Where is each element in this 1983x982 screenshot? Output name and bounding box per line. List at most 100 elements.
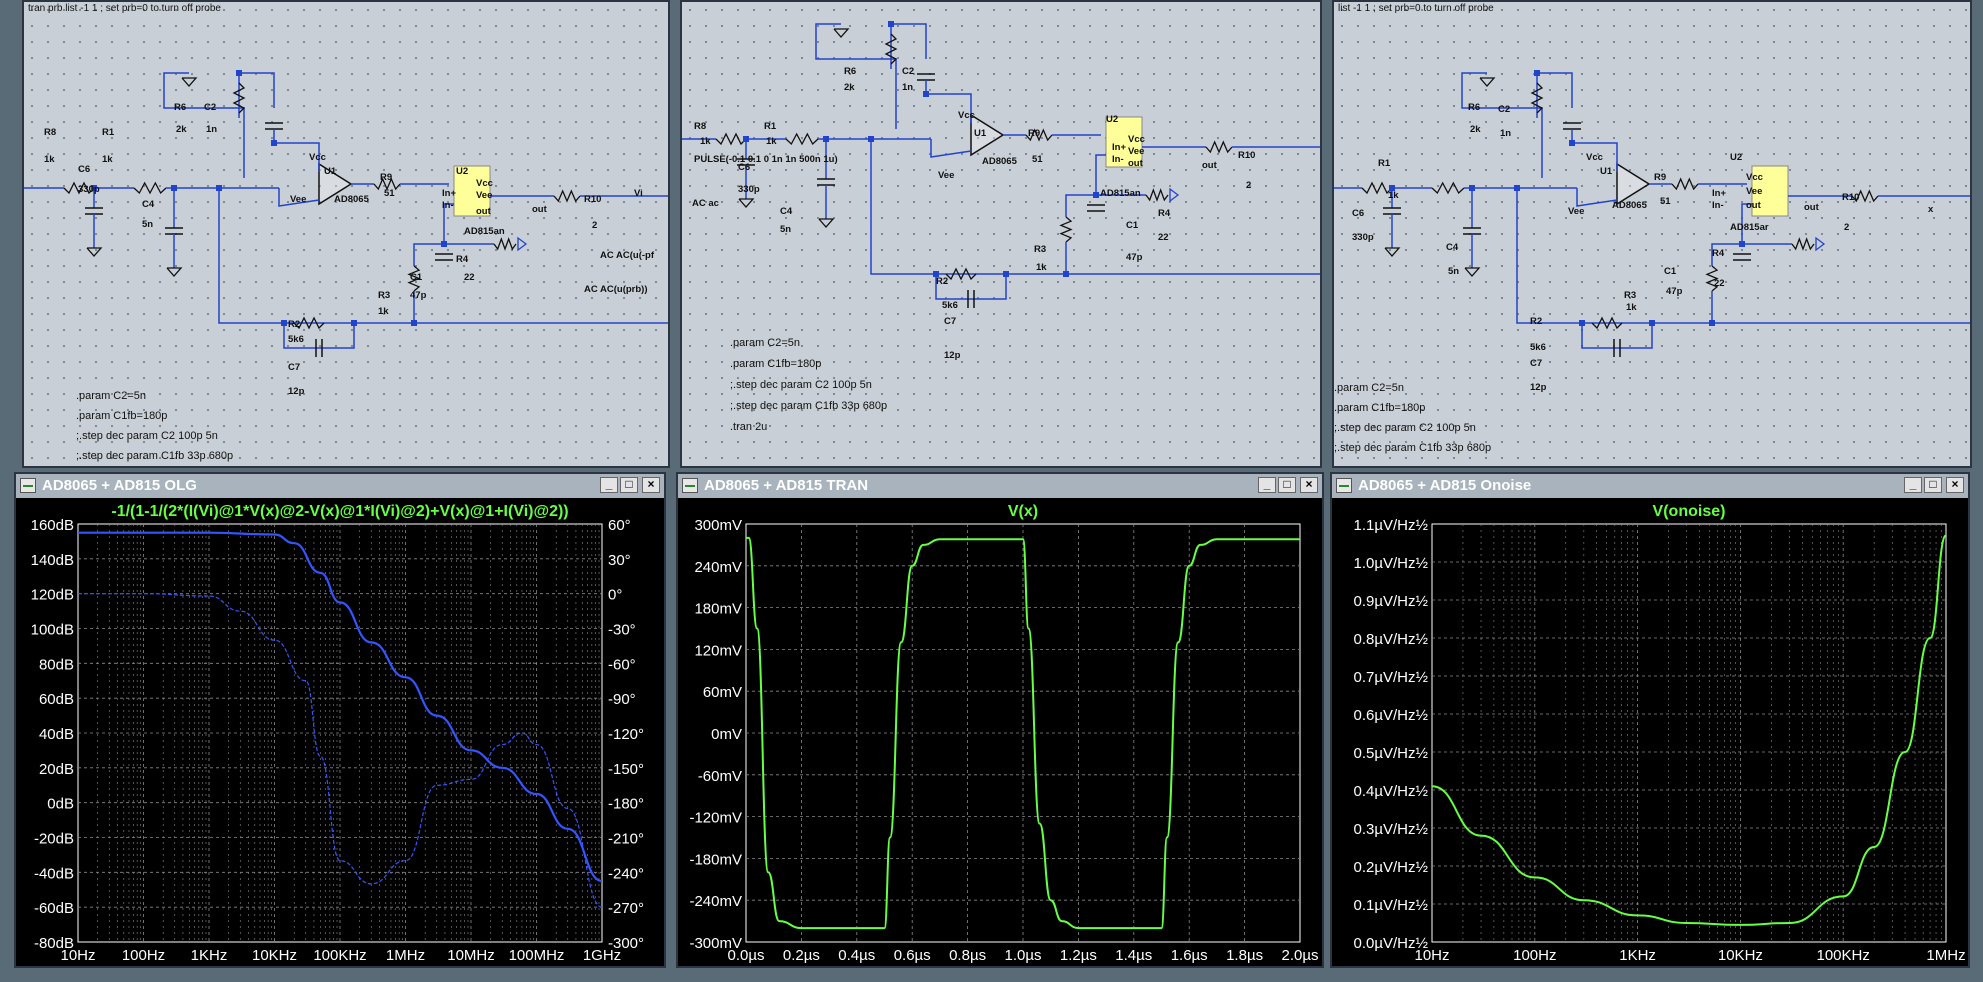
wire[interactable] bbox=[1741, 203, 1792, 245]
resistor-symbol[interactable] bbox=[1361, 181, 1393, 195]
port-arrow-icon bbox=[1169, 187, 1180, 203]
resistor-symbol[interactable] bbox=[945, 267, 977, 281]
window-titlebar[interactable]: AD8065 + AD815 TRAN bbox=[678, 474, 1322, 498]
spice-directive[interactable]: .param C2=5n bbox=[730, 337, 801, 349]
resistor-symbol[interactable] bbox=[232, 82, 246, 114]
wire[interactable] bbox=[930, 139, 972, 158]
resistor-symbol[interactable] bbox=[1851, 189, 1879, 203]
resistor-symbol[interactable] bbox=[1431, 181, 1465, 195]
resistor-symbol[interactable] bbox=[63, 181, 95, 195]
wire[interactable] bbox=[935, 274, 1007, 300]
ic-u2-block[interactable] bbox=[453, 165, 491, 217]
resistor-symbol[interactable] bbox=[1205, 140, 1233, 154]
wire[interactable] bbox=[1571, 129, 1618, 172]
resistor-symbol[interactable] bbox=[715, 132, 747, 146]
wire[interactable] bbox=[1065, 194, 1096, 217]
wire[interactable] bbox=[815, 23, 897, 129]
resistor-symbol[interactable] bbox=[553, 189, 581, 203]
resistor-symbol[interactable] bbox=[1591, 316, 1623, 330]
resistor-symbol[interactable] bbox=[1145, 188, 1169, 202]
spice-directive[interactable]: .tran 2u bbox=[730, 421, 768, 433]
spice-directive[interactable]: ;.step dec param C1fb 33p 680p bbox=[76, 450, 234, 462]
schematic-canvas[interactable]: tran prb list -1 1 ; set prb=0 to turn o… bbox=[24, 2, 668, 466]
component-label: C1 bbox=[1126, 220, 1139, 231]
wire[interactable] bbox=[413, 243, 444, 266]
wire[interactable] bbox=[1095, 154, 1146, 196]
spice-directive[interactable]: ;.step dec param C2 100p 5n bbox=[1334, 422, 1476, 434]
resistor-symbol[interactable] bbox=[1530, 82, 1544, 114]
y-tick-label: 1.0µV/Hz½ bbox=[1353, 555, 1428, 572]
schematic-pane-1[interactable]: tran prb list -1 1 ; set prb=0 to turn o… bbox=[22, 0, 670, 468]
wire[interactable] bbox=[1576, 188, 1618, 207]
close-button[interactable]: × bbox=[642, 477, 660, 493]
spice-directive[interactable]: ;.step dec param C1fb 33p 680p bbox=[730, 400, 888, 412]
schematic-canvas[interactable]: list -1 1 ; set prb=0 to turn off probeR… bbox=[1334, 2, 1970, 466]
opamp-symbol[interactable] bbox=[1616, 162, 1651, 206]
tran-chart[interactable]: 300mV240mV180mV120mV60mV0mV-60mV-120mV-1… bbox=[678, 498, 1322, 966]
resistor-symbol[interactable] bbox=[407, 265, 421, 292]
minimize-button[interactable]: _ bbox=[600, 477, 618, 493]
resistor-symbol[interactable] bbox=[1059, 216, 1073, 243]
wire[interactable] bbox=[1581, 323, 1653, 349]
series-phase-line[interactable] bbox=[78, 593, 603, 908]
spice-directive[interactable]: .param C1fb=180p bbox=[1334, 402, 1426, 414]
resistor-symbol[interactable] bbox=[293, 316, 325, 330]
ic-u2-block[interactable] bbox=[1751, 165, 1789, 217]
spice-directive[interactable]: ;.step dec param C2 100p 5n bbox=[730, 379, 872, 391]
y-tick-label: 100dB bbox=[31, 622, 74, 639]
wire[interactable] bbox=[1711, 243, 1742, 266]
series-noise-line[interactable] bbox=[1431, 534, 1947, 926]
x-tick-label: 1MHz bbox=[1926, 947, 1965, 964]
minimize-button[interactable]: _ bbox=[1904, 477, 1922, 493]
wire[interactable] bbox=[443, 203, 494, 245]
spice-directive[interactable]: .param C2=5n bbox=[1334, 382, 1405, 394]
maximize-button[interactable]: □ bbox=[1924, 477, 1942, 493]
wire[interactable] bbox=[1516, 188, 1970, 324]
onoise-chart[interactable]: 1.1µV/Hz½1.0µV/Hz½0.9µV/Hz½0.8µV/Hz½0.7µ… bbox=[1332, 498, 1968, 966]
maximize-button[interactable]: □ bbox=[1278, 477, 1296, 493]
minimize-button[interactable]: _ bbox=[1258, 477, 1276, 493]
resistor-symbol[interactable] bbox=[785, 132, 819, 146]
wire[interactable] bbox=[163, 72, 245, 178]
wire[interactable] bbox=[870, 139, 1320, 275]
series-magnitude-line[interactable] bbox=[78, 531, 603, 883]
series-transient-line[interactable] bbox=[745, 536, 1300, 930]
opamp-symbol[interactable] bbox=[318, 162, 353, 206]
maximize-button[interactable]: □ bbox=[620, 477, 638, 493]
spice-directive[interactable]: .param C2=5n bbox=[76, 390, 147, 402]
resistor-symbol[interactable] bbox=[493, 237, 517, 251]
wire[interactable] bbox=[1461, 72, 1543, 178]
resistor-symbol[interactable] bbox=[133, 181, 167, 195]
close-button[interactable]: × bbox=[1300, 477, 1318, 493]
wire[interactable] bbox=[218, 188, 668, 324]
opamp-symbol[interactable] bbox=[970, 113, 1005, 157]
wire[interactable] bbox=[278, 188, 320, 207]
olg-chart[interactable]: 160dB140dB120dB100dB80dB60dB40dB20dB0dB-… bbox=[16, 498, 664, 966]
resistor-symbol[interactable] bbox=[1671, 177, 1699, 191]
schematic-canvas[interactable]: R81kR11kC6330pC45nR62kC21nVccU1VeeAD8065… bbox=[682, 2, 1320, 466]
window-titlebar[interactable]: AD8065 + AD815 Onoise bbox=[1332, 474, 1968, 498]
spice-directive[interactable]: ;.step dec param C2 100p 5n bbox=[76, 430, 218, 442]
spice-directive[interactable]: ;.step dec param C1fb 33p 680p bbox=[1334, 442, 1492, 454]
wire[interactable] bbox=[273, 129, 320, 172]
wire[interactable] bbox=[283, 323, 355, 349]
resistor-symbol[interactable] bbox=[1025, 128, 1053, 142]
spice-directive[interactable]: .param C1fb=180p bbox=[76, 410, 168, 422]
resistor-symbol[interactable] bbox=[1791, 237, 1815, 251]
window-titlebar[interactable]: AD8065 + AD815 OLG bbox=[16, 474, 664, 498]
resistor-symbol[interactable] bbox=[884, 33, 898, 65]
resistor-symbol[interactable] bbox=[1705, 265, 1719, 292]
wire[interactable] bbox=[925, 80, 972, 123]
close-button[interactable]: × bbox=[1946, 477, 1964, 493]
resistor-symbol[interactable] bbox=[373, 177, 401, 191]
spice-directive[interactable]: .param C1fb=180p bbox=[730, 358, 822, 370]
ic-u2-block[interactable] bbox=[1105, 116, 1143, 168]
